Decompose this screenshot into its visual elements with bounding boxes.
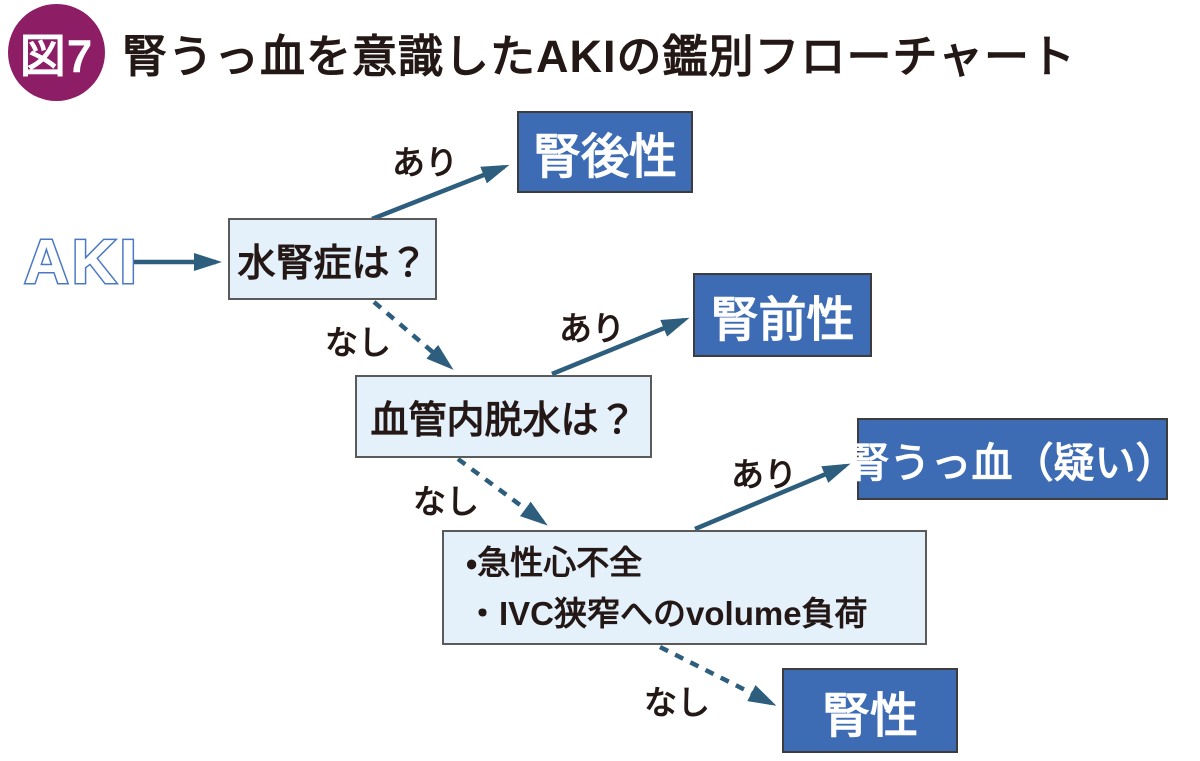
- edge-label-no-2: なし: [413, 483, 479, 520]
- outcome-label: 腎後性: [532, 131, 677, 184]
- figure-title: 腎うっ血を意識したAKIの鑑別フローチャート: [122, 31, 1077, 82]
- decision-box-heart-failure-ivc: ・急性心不全 ・IVC狭窄へのvolume負荷: [442, 530, 927, 645]
- decision-label: 血管内脱水は？: [370, 400, 637, 442]
- outcome-box-renal-congestion: 腎うっ血（疑い）: [849, 418, 1177, 500]
- outcome-label: 腎うっ血（疑い）: [848, 440, 1177, 486]
- edge-label-yes-2: あり: [559, 310, 625, 347]
- decision-line: ・IVC狭窄へのvolume負荷: [466, 594, 868, 632]
- outcome-label: 腎性: [821, 689, 918, 743]
- edge-label-no-3: なし: [644, 684, 710, 721]
- decision-line: ・急性心不全: [466, 543, 643, 581]
- decision-box-hydronephrosis: 水腎症は？: [228, 218, 437, 300]
- decision-box-intravascular-dehydration: 血管内脱水は？: [355, 375, 652, 458]
- start-node-aki: AKI: [23, 226, 140, 298]
- decision-label: 水腎症は？: [237, 242, 428, 285]
- outcome-box-prerenal: 腎前性: [693, 273, 872, 357]
- edge-label-yes-1: あり: [392, 144, 458, 181]
- outcome-label: 腎前性: [710, 294, 855, 347]
- edge-label-no-1: なし: [325, 324, 391, 361]
- edge-label-yes-3: あり: [731, 456, 797, 493]
- figure-number-badge: 図7: [8, 4, 105, 101]
- outcome-box-renal: 腎性: [782, 668, 958, 753]
- figure-number-label: 図7: [19, 29, 94, 82]
- outcome-box-postrenal: 腎後性: [517, 111, 693, 193]
